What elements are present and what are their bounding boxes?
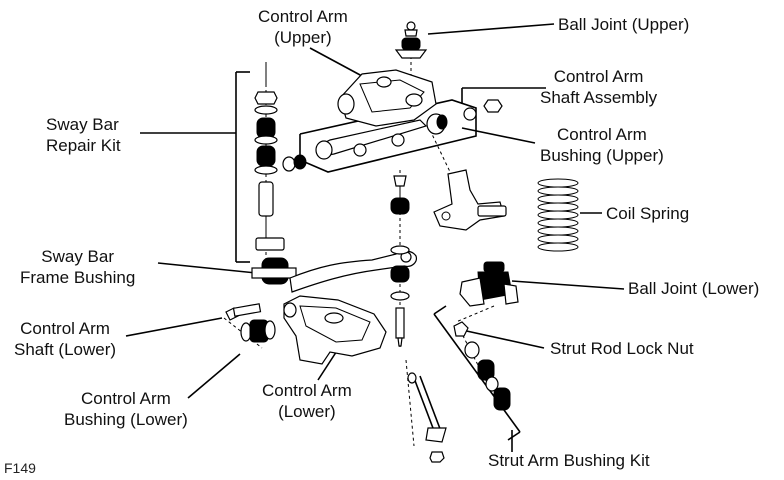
label-line: Strut Rod Lock Nut [550,339,694,358]
label-strut-rod-lock-nut: Strut Rod Lock Nut [550,338,694,359]
label-coil-spring: Coil Spring [606,203,689,224]
bracket-strut-arm-bushing-kit [433,313,521,433]
label-line: Coil Spring [606,204,690,223]
leader-lines [125,23,625,452]
label-line: Shaft Assembly [540,88,658,107]
strut-rod [407,372,447,463]
label-line: Control Arm [20,319,110,338]
upper-control-arm-shaft [315,99,503,160]
label-control-arm-lower: Control Arm (Lower) [262,380,352,422]
label-ball-joint-lower: Ball Joint (Lower) [628,278,759,299]
lower-ball-joint [459,261,519,307]
figure-code: F149 [4,460,36,476]
lower-arm-shaft-and-bushing [225,303,276,343]
leader-control-arm-upper [309,47,363,77]
label-line: Sway Bar [41,247,115,266]
label-line: Frame Bushing [20,268,136,287]
strut-arm-bushing-kit-parts [453,321,511,411]
label-line: Control Arm [258,7,348,26]
label-ball-joint-upper: Ball Joint (Upper) [558,14,689,35]
label-line: Shaft (Lower) [14,340,117,359]
label-control-arm-bushing-upper: Control Arm Bushing (Upper) [540,124,664,166]
label-line: (Lower) [278,402,336,421]
leader-ball-joint-upper [427,23,555,35]
label-line: Control Arm [262,381,352,400]
steering-knuckle [433,169,507,231]
leader-strut-rod-lock-nut [461,329,545,349]
bracket-sakit-top [433,305,447,315]
label-line: (Upper) [274,28,332,47]
label-control-arm-shaft-lower: Control Arm Shaft (Lower) [14,318,116,360]
sway-bar-repair-kit-parts [251,62,307,285]
lower-control-arm [283,295,387,365]
label-sway-bar-frame-bushing: Sway Bar Frame Bushing [20,246,135,288]
leader-ball-joint-lower [511,280,625,290]
leader-control-arm-bushing-upper [461,127,536,144]
upper-ball-joint [394,21,428,59]
label-sway-bar-repair-kit: Sway Bar Repair Kit [46,114,121,156]
label-line: Control Arm [81,389,171,408]
label-line: Bushing (Lower) [64,410,188,429]
leader-control-arm-bushing-lower [187,353,241,399]
label-line: Sway Bar [46,115,119,134]
leader-control-arm-shaft-lower [125,317,223,337]
label-line: Control Arm [553,67,644,86]
label-control-arm-upper: Control Arm (Upper) [258,6,348,48]
label-control-arm-shaft-assembly: Control Arm Shaft Assembly [540,66,657,108]
label-line: Control Arm [557,125,647,144]
upper-control-arm [337,69,437,127]
label-line: Ball Joint (Upper) [558,15,690,34]
center-bushing-stack [390,175,410,347]
sway-bar [289,250,417,293]
coil-spring [537,178,579,252]
label-line: Ball Joint (Lower) [628,279,760,298]
label-strut-arm-bushing-kit: Strut Arm Bushing Kit [488,450,650,471]
label-control-arm-bushing-lower: Control Arm Bushing (Lower) [64,388,188,430]
label-line: Bushing (Upper) [540,146,664,165]
leader-sway-bar-frame-bushing [157,262,267,275]
bracket-sakit-bottom [507,431,521,441]
label-line: Repair Kit [46,136,121,155]
label-line: Strut Arm Bushing Kit [488,451,650,470]
